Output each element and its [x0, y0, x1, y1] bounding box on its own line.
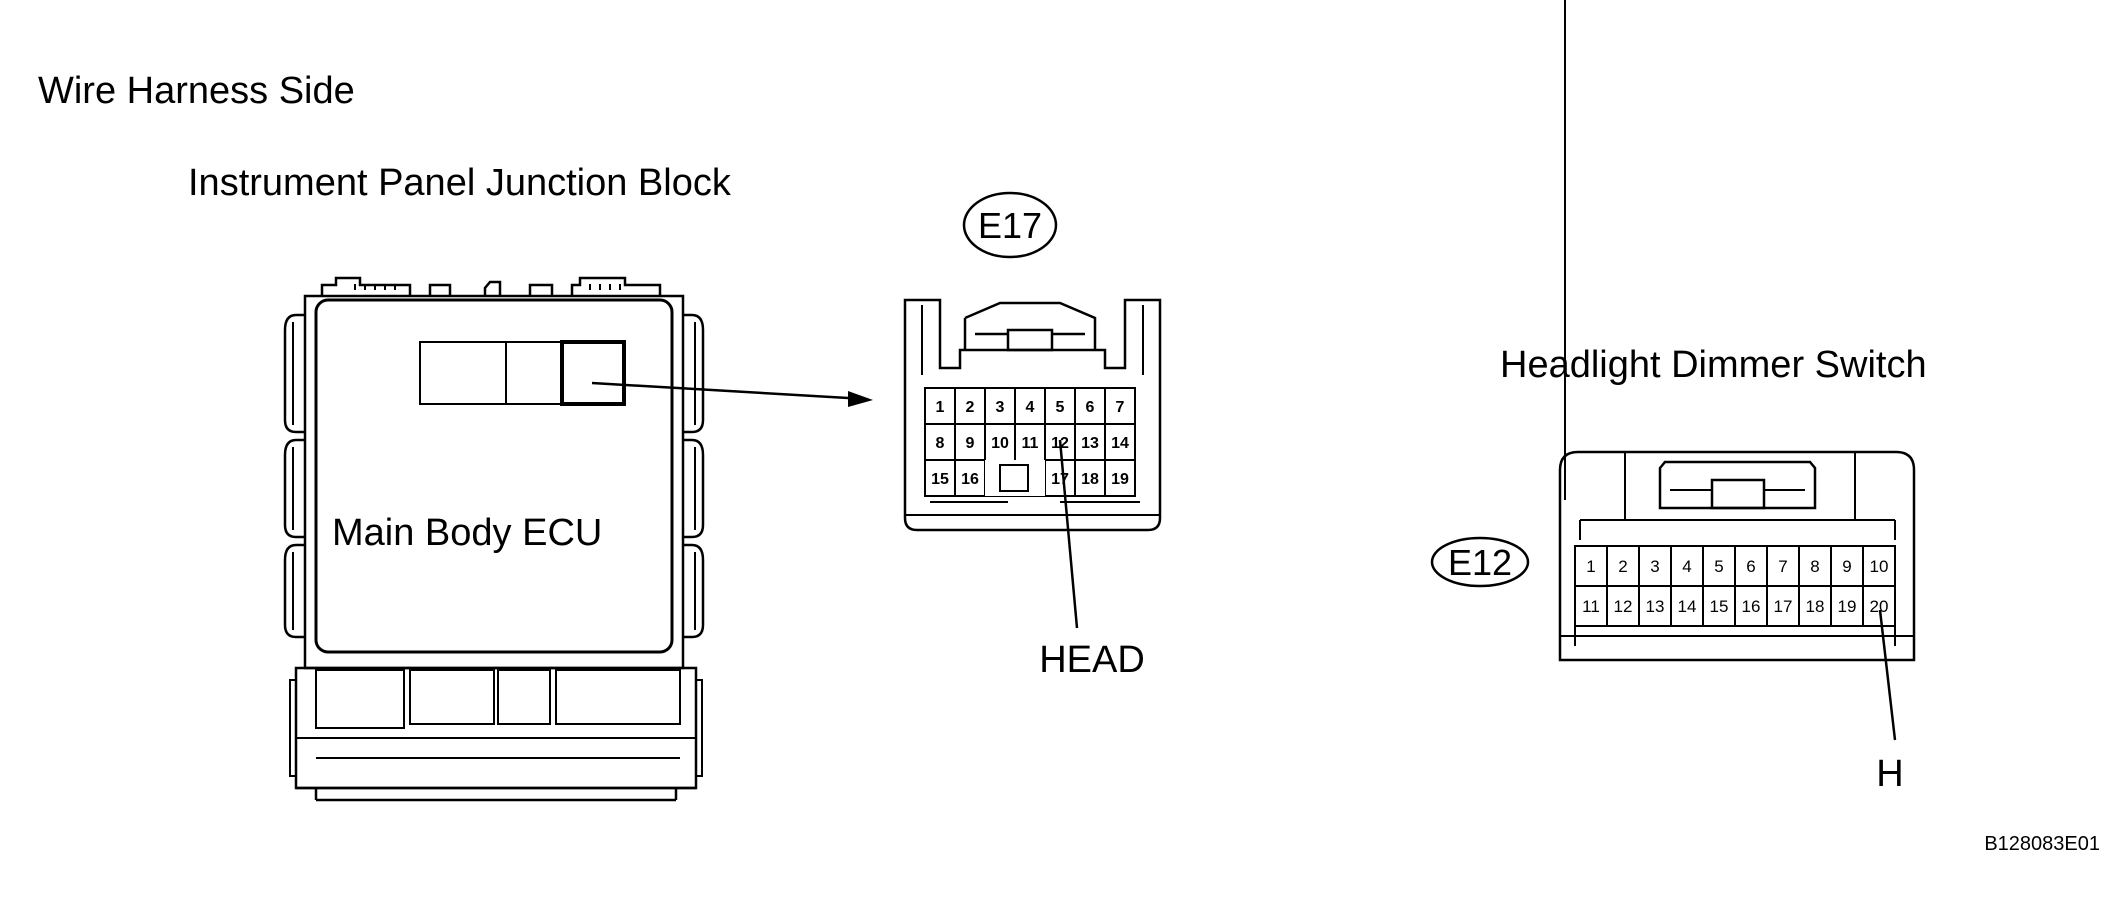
e17-pin: 8 — [936, 435, 945, 452]
e12-pin: 20 — [1870, 597, 1889, 616]
connector-e17-housing — [903, 298, 1162, 532]
e12-pin: 8 — [1810, 557, 1819, 576]
head-leader-line — [1058, 439, 1079, 629]
dimmer-switch-title: Headlight Dimmer Switch — [1500, 344, 1927, 386]
e12-pin: 13 — [1646, 597, 1665, 616]
e17-pin: 18 — [1081, 471, 1099, 488]
connector-e12-housing — [1558, 0, 1916, 662]
e12-pin: 12 — [1614, 597, 1633, 616]
e12-pin: 9 — [1842, 557, 1851, 576]
connector-e12-code: E12 — [1448, 542, 1512, 583]
e12-pin: 14 — [1678, 597, 1697, 616]
e17-pin: 16 — [961, 471, 979, 488]
e17-pin: 6 — [1086, 399, 1095, 416]
e17-pin: 19 — [1111, 471, 1129, 488]
e17-pin: 2 — [966, 399, 975, 416]
e17-pin: 1 — [936, 399, 945, 416]
e12-pin: 11 — [1582, 597, 1600, 616]
e17-pin: 9 — [966, 435, 975, 452]
e17-pin: 13 — [1081, 435, 1099, 452]
e12-pin: 18 — [1806, 597, 1825, 616]
e12-pin: 17 — [1774, 597, 1793, 616]
e12-pin: 4 — [1682, 557, 1691, 576]
e17-pin: 11 — [1022, 435, 1039, 452]
e12-pin: 1 — [1586, 557, 1595, 576]
e12-pin: 10 — [1870, 557, 1889, 576]
figure-code: B128083E01 — [1984, 833, 2100, 855]
e17-pin: 7 — [1116, 399, 1125, 416]
e12-pin: 19 — [1838, 597, 1857, 616]
e12-pin: 15 — [1710, 597, 1729, 616]
e12-pin: 16 — [1742, 597, 1761, 616]
e17-pin: 3 — [996, 399, 1005, 416]
e12-pin: 6 — [1746, 557, 1755, 576]
e17-pin: 17 — [1051, 471, 1069, 488]
head-callout: HEAD — [1039, 639, 1145, 681]
h-leader-line — [1878, 609, 1897, 741]
junction-block-title: Instrument Panel Junction Block — [188, 162, 732, 204]
pointer-arrow — [591, 381, 873, 407]
connector-e12-code-badge: E12 — [1430, 536, 1530, 588]
view-label: Wire Harness Side — [38, 70, 355, 112]
e12-pin: 3 — [1650, 557, 1659, 576]
e12-pin: 5 — [1714, 557, 1723, 576]
e17-pin: 4 — [1026, 399, 1035, 416]
e17-pin: 5 — [1056, 399, 1065, 416]
e17-pin: 10 — [991, 435, 1009, 452]
e12-pin: 7 — [1778, 557, 1787, 576]
e12-pin: 2 — [1618, 557, 1627, 576]
connector-e17-code-badge: E17 — [962, 191, 1058, 259]
junction-block-drawing — [283, 276, 705, 802]
e17-pin: 14 — [1111, 435, 1129, 452]
main-body-ecu-label: Main Body ECU — [332, 512, 602, 554]
e17-pin: 15 — [931, 471, 949, 488]
connector-e17-code: E17 — [978, 205, 1042, 246]
h-callout: H — [1876, 753, 1903, 795]
